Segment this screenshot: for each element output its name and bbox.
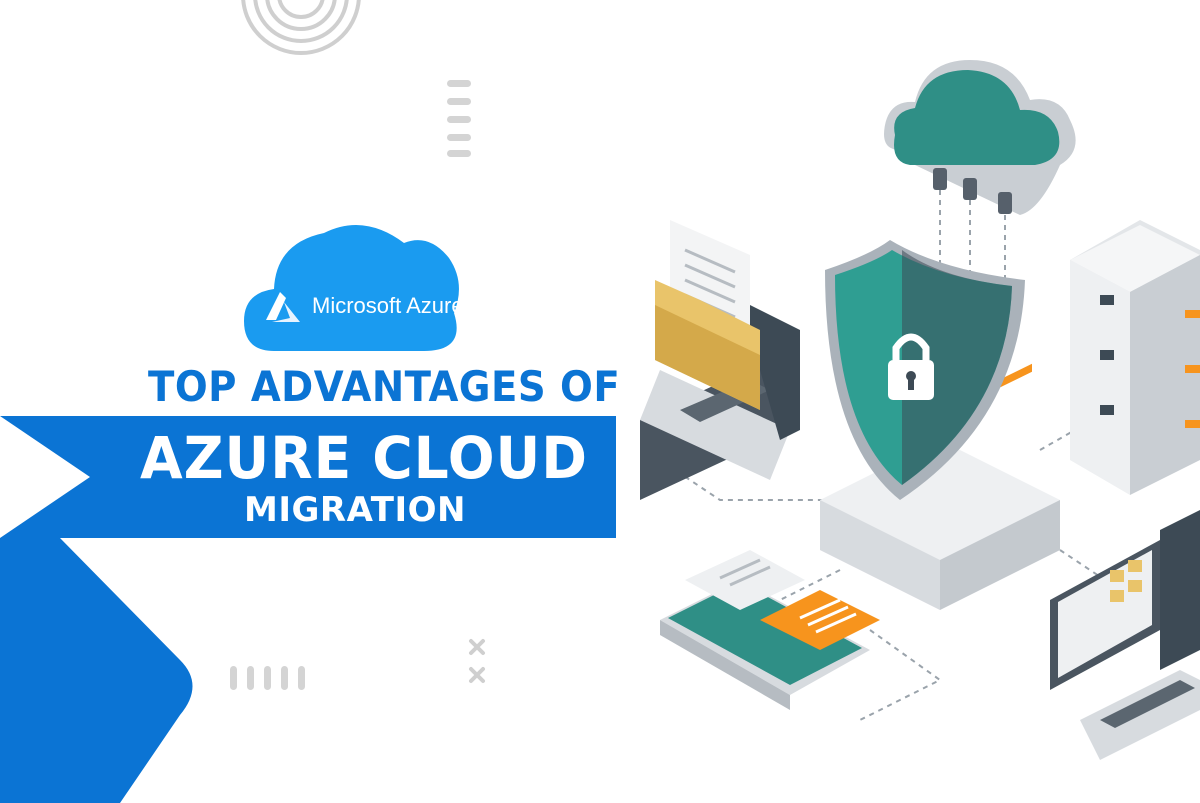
azure-brand-name: Microsoft Azure [312,293,464,318]
azure-logo-icon [266,292,300,322]
concentric-circles-decoration [241,0,361,55]
headline-line3: MIGRATION [244,490,466,530]
desktop-computer-icon [1050,510,1200,760]
shield-lock-icon [820,240,1060,610]
cloud-icon [884,60,1076,215]
headline-banner [0,416,616,538]
azure-cloud-badge [244,225,459,351]
headline-line2: AZURE CLOUD [140,424,588,492]
headline-line1: TOP ADVANTAGES OF [148,362,621,411]
stacked-lines-decoration [447,80,471,157]
folder-icon [655,280,760,410]
document-icon [760,590,880,650]
blue-corner-shape [0,512,193,803]
document-icon [685,550,805,610]
cloud-network-illustration [640,60,1200,760]
vertical-lines-decoration [230,666,305,690]
server-rack-icon [1070,220,1200,495]
smartphone-icon [660,580,870,710]
cross-marks-decoration [469,639,485,683]
banner-cut [0,416,90,538]
